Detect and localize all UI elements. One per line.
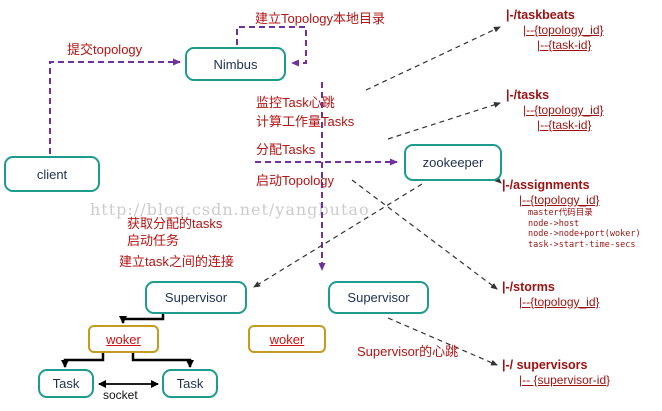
task1-node: Task	[38, 369, 94, 398]
zk-note: task->start-time-secs	[528, 239, 636, 250]
task2-label: Task	[176, 376, 204, 391]
zk-note: master代码目录	[528, 208, 593, 218]
supervisor2-node: Supervisor	[328, 281, 429, 314]
annotation-fetch-assigned-tasks: 获取分配的tasks	[127, 216, 223, 231]
annotation-assign-tasks: 分配Tasks	[256, 142, 316, 157]
zk-child: |--{task-id}	[537, 118, 592, 132]
zk-root: |-/ supervisors	[502, 358, 588, 372]
zk-child: |--{topology_id}	[519, 295, 600, 309]
supervisor1-node: Supervisor	[145, 281, 247, 314]
zk-root: |-/tasks	[506, 88, 550, 102]
zk-section-taskbeats: |-/taskbeats |--{topology_id} |--{task-i…	[506, 8, 604, 53]
zookeeper-node: zookeeper	[404, 144, 502, 181]
arrow-to-storms	[351, 179, 498, 290]
zk-child: |-- {supervisor-id}	[519, 373, 611, 387]
zk-root: |-/assignments	[502, 178, 590, 192]
zk-child: |--{topology_id}	[519, 193, 600, 207]
annotation-compute-workload: 计算工作量Tasks	[256, 114, 355, 129]
annotation-start-topology: 启动Topology	[256, 173, 335, 188]
task2-node: Task	[162, 369, 218, 398]
zookeeper-label: zookeeper	[422, 155, 484, 170]
annotation-start-tasks: 启动任务	[127, 233, 180, 248]
zk-section-storms: |-/storms |--{topology_id}	[502, 280, 600, 310]
annotation-connect-tasks: 建立task之间的连接	[119, 254, 234, 269]
annotation-supervisor-heartbeat: Supervisor的心跳	[357, 344, 459, 359]
supervisor2-label: Supervisor	[347, 290, 410, 305]
arrow-worker1-to-task1	[61, 353, 105, 368]
task1-label: Task	[52, 376, 80, 391]
client-node: client	[4, 156, 100, 192]
worker2-node: woker	[248, 325, 326, 353]
arrow-supervisor1-to-worker1	[119, 314, 165, 324]
worker1-label: woker	[106, 331, 141, 347]
zk-root: |-/taskbeats	[506, 8, 575, 22]
arrow-worker1-to-task2	[131, 353, 194, 368]
nimbus-node: Nimbus	[185, 47, 286, 81]
arrow-to-tasks	[387, 101, 501, 140]
annotation-create-local-dir: 建立Topology本地目录	[255, 11, 386, 26]
zk-root: |-/storms	[502, 280, 555, 294]
zk-child: |--{topology_id}	[523, 103, 604, 117]
annotation-submit-topology: 提交topology	[67, 42, 143, 57]
zk-note: node->node+port(woker)	[528, 229, 641, 239]
nimbus-label: Nimbus	[213, 56, 258, 72]
zk-child: |--{topology_id}	[523, 23, 604, 37]
supervisor1-label: Supervisor	[164, 290, 228, 305]
annotation-socket: socket	[103, 388, 138, 402]
arrow-to-taskbeats	[365, 26, 501, 91]
zk-section-tasks: |-/tasks |--{topology_id} |--{task-id}	[506, 88, 604, 133]
zk-child: |--{task-id}	[537, 38, 592, 52]
client-label: client	[36, 166, 68, 182]
zk-section-supervisors: |-/ supervisors |-- {supervisor-id}	[502, 358, 610, 388]
worker1-node: woker	[88, 325, 159, 353]
zk-note: node->host	[528, 218, 580, 229]
worker2-label: woker	[269, 331, 305, 347]
annotation-monitor-heartbeat: 监控Task心跳	[256, 95, 335, 110]
arrow-client-to-nimbus	[49, 58, 181, 154]
zk-section-assignments: |-/assignments |--{topology_id} master代码…	[502, 178, 641, 250]
